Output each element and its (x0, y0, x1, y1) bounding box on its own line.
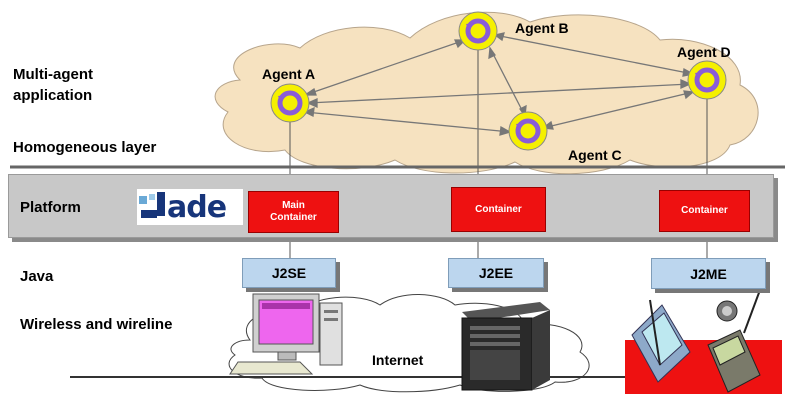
agent-c-icon (508, 111, 548, 151)
server-icon (461, 302, 550, 391)
agent-d-icon (687, 60, 727, 100)
main-container-label-line2: Container (270, 212, 317, 223)
homogeneous-layer-label: Homogeneous layer (13, 139, 157, 156)
agent-d-label: Agent D (677, 44, 731, 60)
jade-logo: ade (137, 189, 243, 225)
main-container-box: Main Container (248, 191, 339, 233)
j2me-box: J2ME (651, 258, 766, 289)
wireless-wireline-label: Wireless and wireline (20, 316, 173, 333)
agent-a-label: Agent A (262, 66, 316, 82)
desktop-computer-icon (229, 293, 343, 375)
container-box-2: Container (451, 187, 546, 232)
multi-agent-label: Multi-agent (13, 66, 93, 83)
agent-cloud (214, 11, 759, 175)
platform-label: Platform (20, 199, 81, 216)
agent-c-label: Agent C (568, 147, 622, 163)
jade-logo-mark (137, 192, 165, 222)
container-box-3: Container (659, 190, 750, 232)
application-label: application (13, 87, 93, 104)
agent-arrows (302, 32, 695, 136)
internet-label: Internet (372, 352, 424, 368)
agent-b-label: Agent B (515, 20, 569, 36)
agent-a-icon (270, 83, 310, 123)
j2se-box: J2SE (242, 258, 336, 288)
j2ee-box: J2EE (448, 258, 544, 288)
agent-b-icon (458, 11, 498, 51)
main-container-label-line1: Main (282, 200, 305, 211)
mobile-devices-icon (625, 289, 782, 394)
jade-logo-text: ade (167, 189, 227, 225)
java-label: Java (20, 268, 54, 285)
platform-bar (8, 174, 774, 238)
